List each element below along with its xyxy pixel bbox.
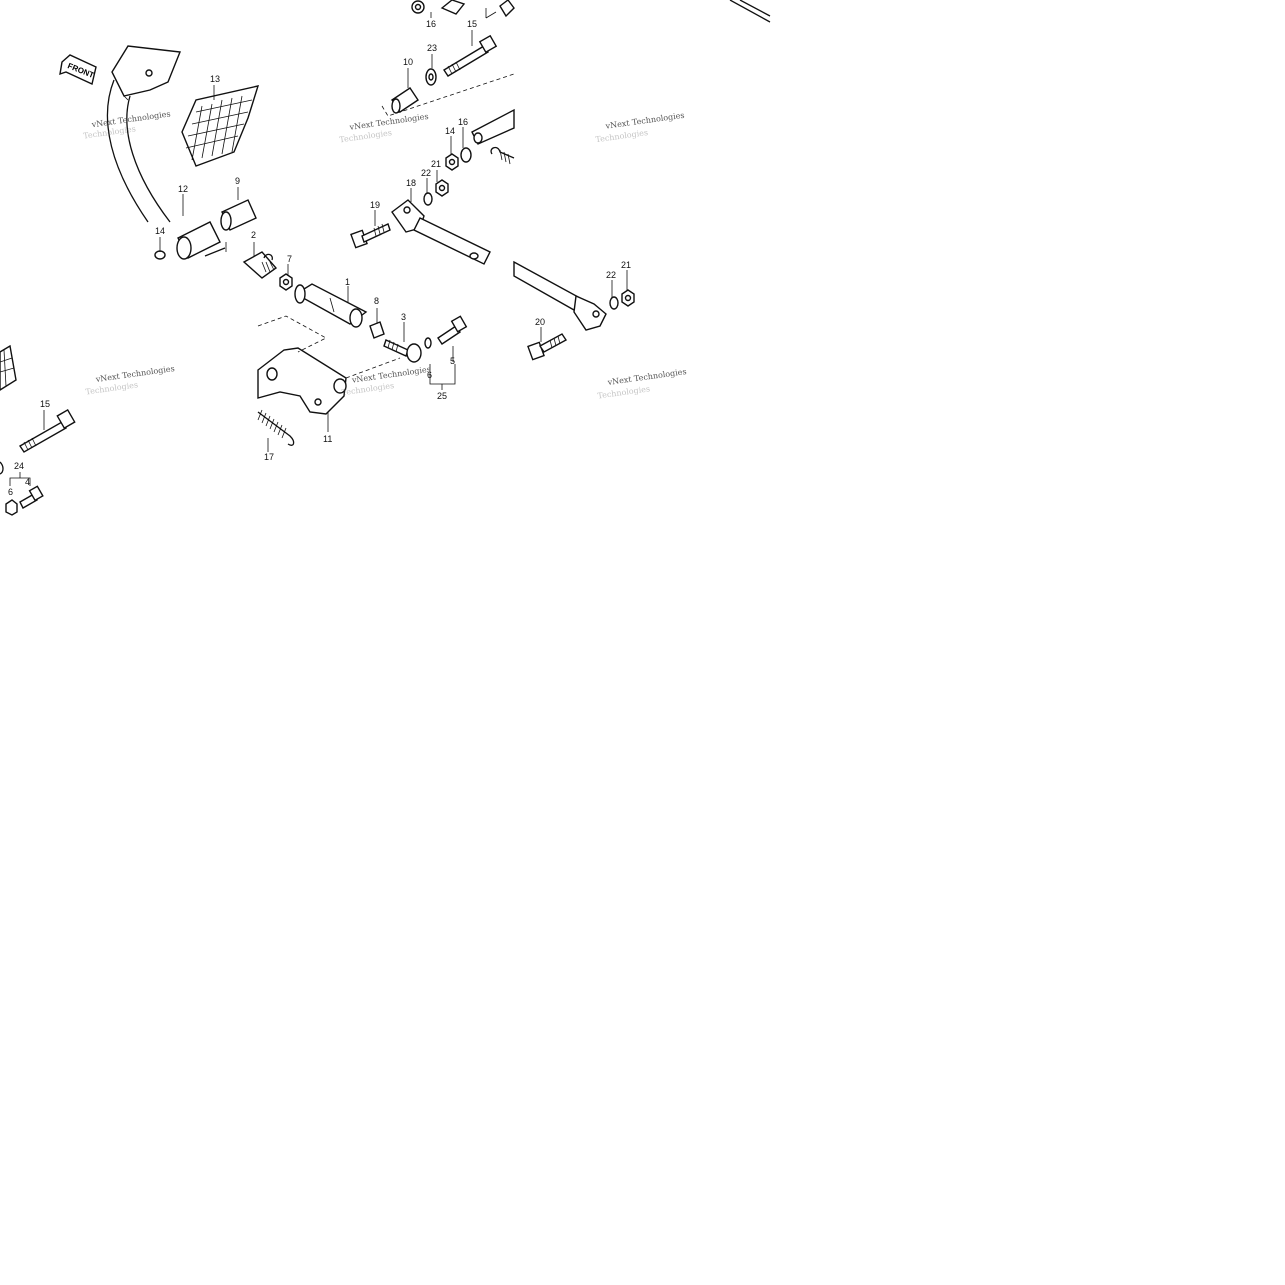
pedal-pivot-boss [176,221,226,260]
tile-brake-pedal: FRONT [59,45,260,260]
svg-text:Technologies: Technologies [341,381,395,397]
bolt-20 [527,333,568,361]
front-arrow-icon: FRONT [59,54,97,85]
callout-8: 8 [374,296,379,306]
callout-1: 1 [345,277,350,287]
callout-2: 2 [251,230,256,240]
callout-14: 14 [155,226,165,236]
bolt-15 [443,34,498,77]
callout-6: 6 [8,487,13,497]
pedal-rubber-cover [181,85,260,167]
bolt-3 [383,339,422,363]
watermark: vNext Technologies Technologies [339,112,429,145]
watermark: vNext Technologies Technologies [341,365,431,398]
bolt-15 [19,408,76,453]
pedal-pad [111,45,181,101]
washer-6 [424,337,432,349]
callout-3: 3 [401,312,406,322]
bolt-4 [19,485,44,509]
callout-16: 16 [426,19,436,29]
callout-13: 13 [210,74,220,84]
callout-21: 21 [621,260,631,270]
tile-top-right: vNext Technologies Technologies [595,0,771,145]
spring-17 [257,409,295,446]
callout-4: 4 [25,477,30,487]
bolt-5 [437,315,468,345]
callout-5: 5 [450,356,455,366]
watermark: vNext Technologies Technologies [595,111,685,145]
callout-15: 15 [467,19,477,29]
callout-22: 22 [421,168,431,178]
callout-18: 18 [406,178,416,188]
callout-24: 24 [14,461,24,471]
pedal-arm [106,79,171,223]
pedal-rubber-cover-partial [0,344,17,391]
tile-rod-end: 22 21 20 vNext Technologies Technologies [513,260,687,401]
brake-lever-11 [257,347,347,415]
callout-15: 15 [40,399,50,409]
tile-brake-rod: 16 15 23 10 14 16 21 22 18 19 vNext Tech… [339,0,515,265]
bolt-19 [350,223,391,249]
svg-text:Technologies: Technologies [339,128,393,144]
washer-22 [609,296,619,310]
callout-11: 11 [323,434,332,444]
bush-1 [294,283,368,328]
collar-bush [220,199,257,231]
watermark: vNext Technologies Technologies [597,367,687,401]
callout-16: 16 [458,117,468,127]
callout-7: 7 [287,254,292,264]
clevis-18 [391,199,491,265]
svg-text:Technologies: Technologies [595,128,649,144]
nut-16-top [411,0,515,18]
washer-14 [154,250,166,260]
callout-17: 17 [264,452,274,462]
nut-6 [5,499,18,516]
svg-text:Technologies: Technologies [85,380,139,396]
brake-rod-end [513,260,607,331]
spacer-2 [242,251,278,279]
callout-25: 25 [437,391,447,401]
washer-16 [460,147,472,163]
watermark: vNext Technologies Technologies [85,364,175,397]
callout-12: 12 [178,184,188,194]
callout-22: 22 [606,270,616,280]
callout-6: 6 [427,370,432,380]
callout-14: 14 [445,126,455,136]
tile-brake-lever: 2 7 1 8 3 5 6 25 11 17 vNext Technologie… [242,230,468,462]
collar-8 [369,321,385,339]
callout-21: 21 [431,159,441,169]
svg-text:Technologies: Technologies [597,384,651,400]
callout-23: 23 [427,43,437,53]
washer-22 [423,192,433,206]
callout-20: 20 [535,317,545,327]
tile-middle-left: 15 24 6 4 vNext Technologies Technologie… [0,344,175,516]
callout-9: 9 [235,176,240,186]
callout-10: 10 [403,57,413,67]
callout-19: 19 [370,200,380,210]
collar-10 [391,87,419,114]
